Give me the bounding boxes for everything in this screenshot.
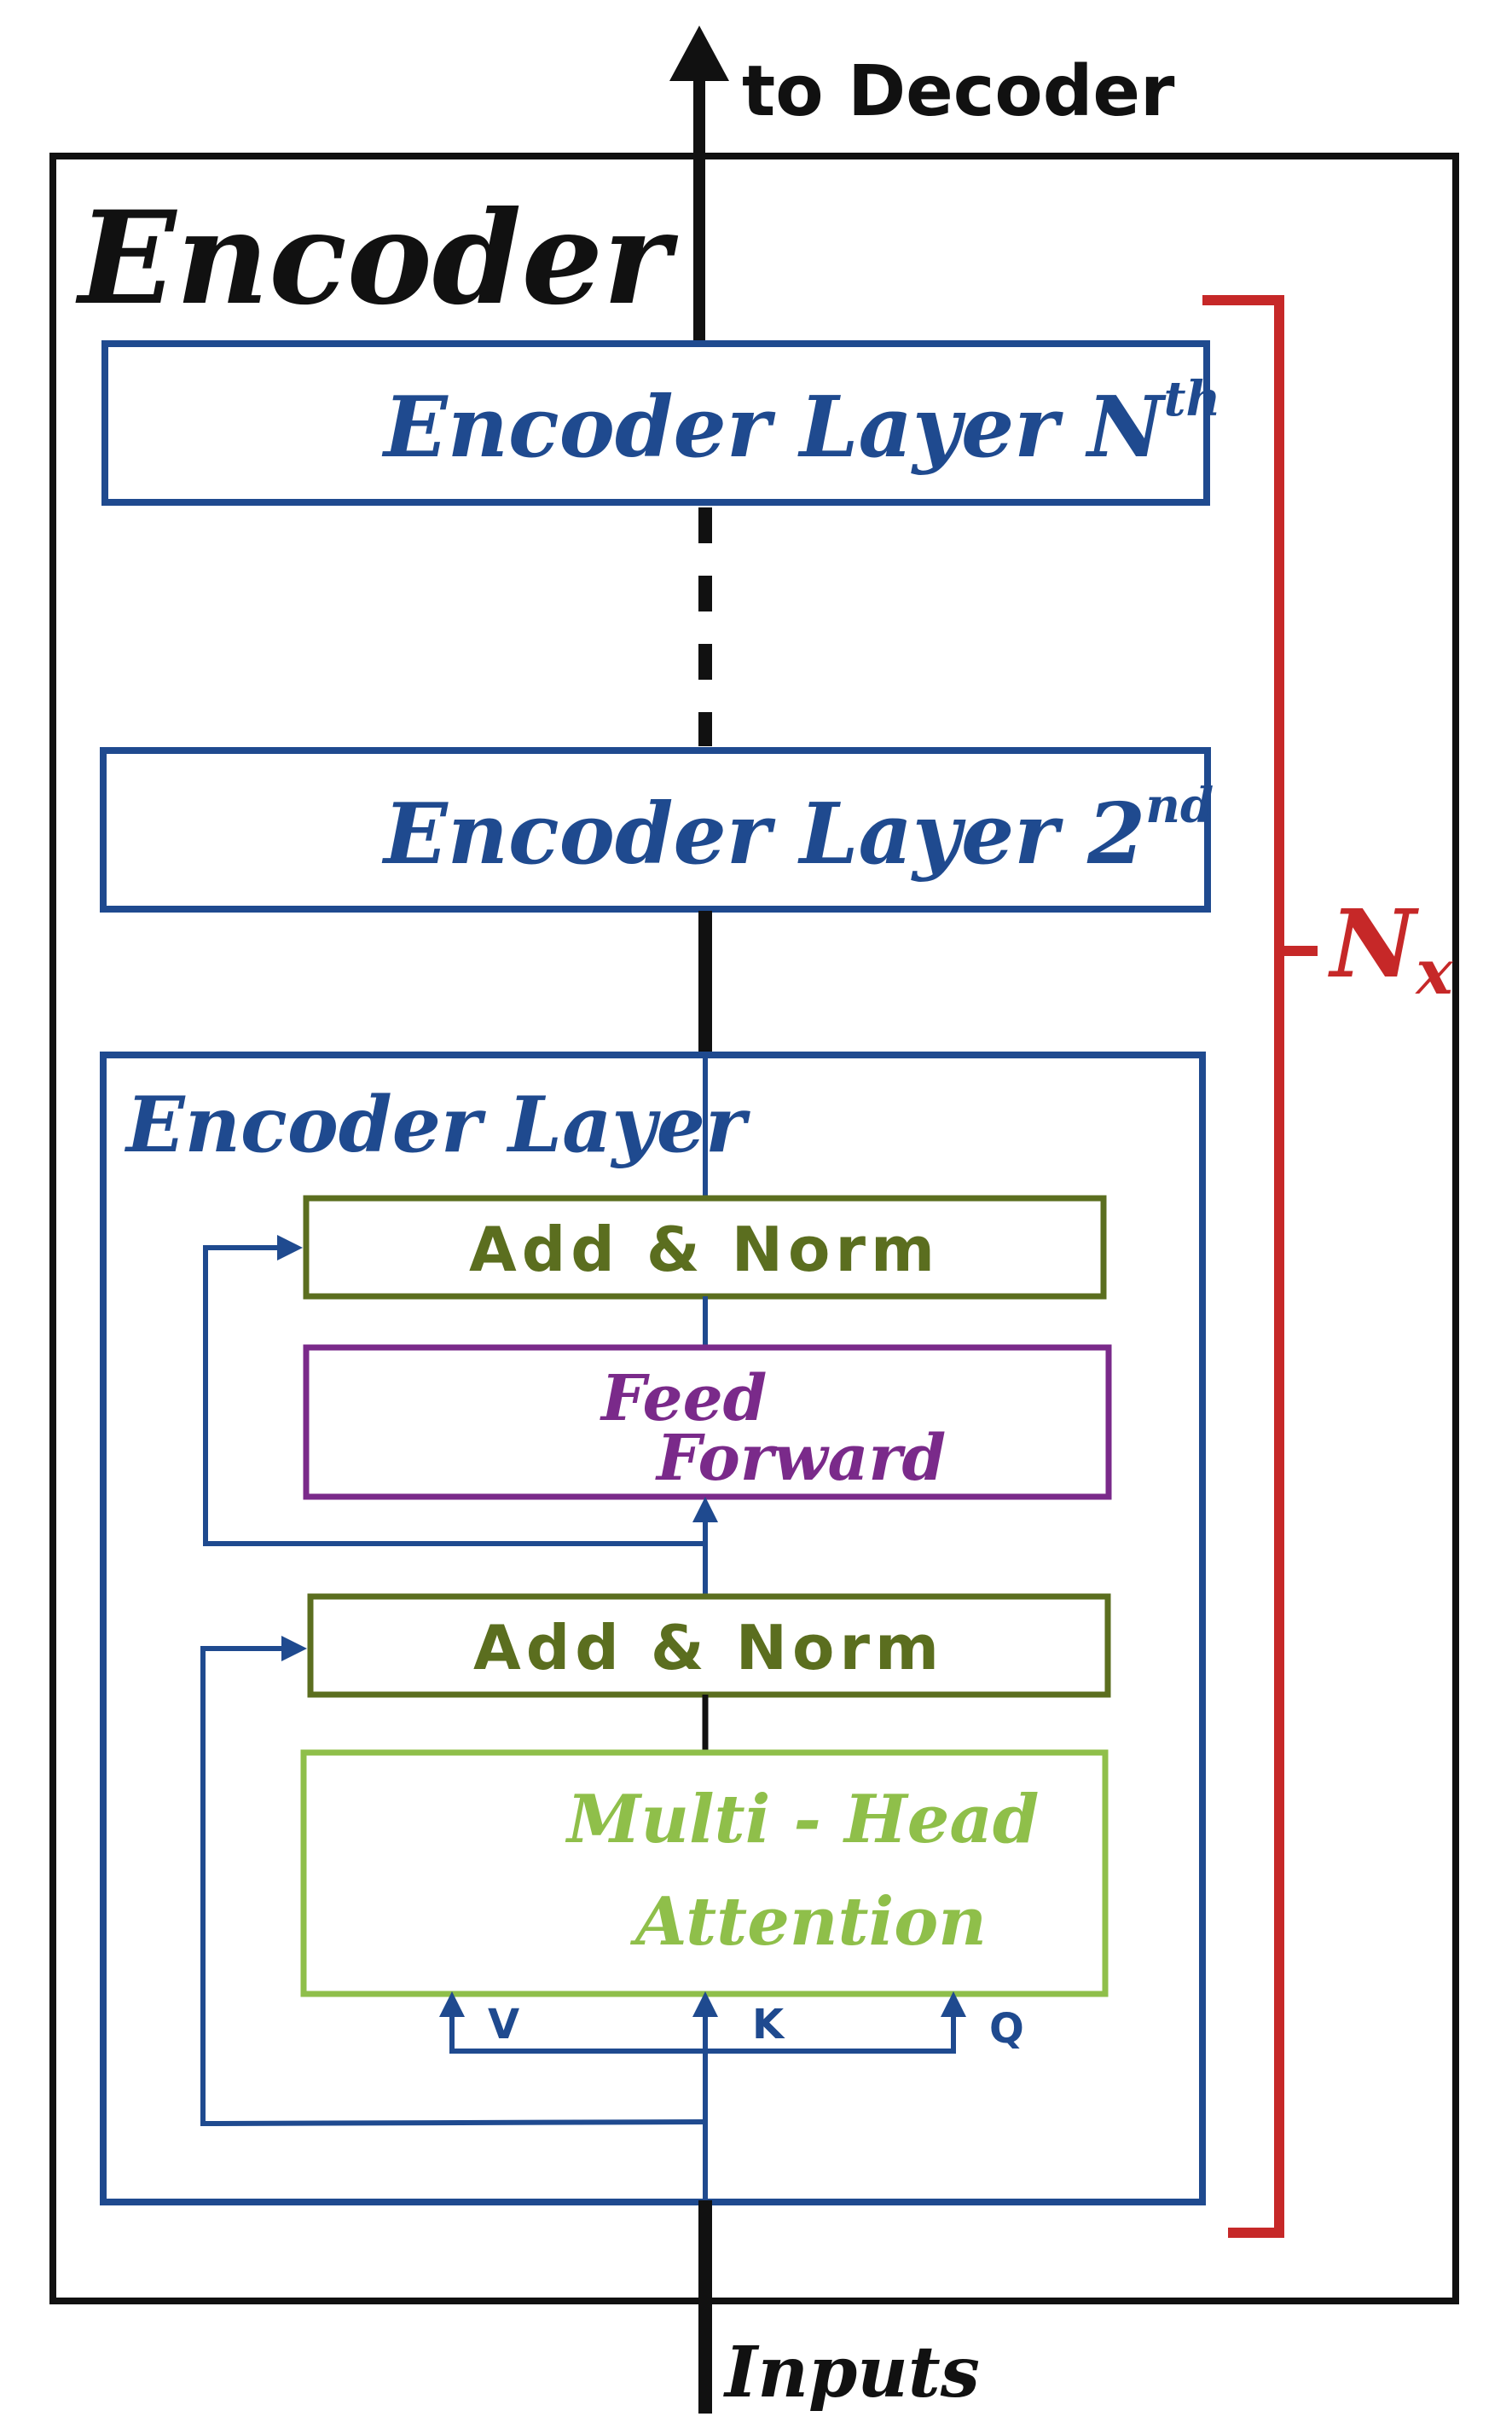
residual-top — [203, 1235, 705, 1546]
feed-forward-line2: Forward — [655, 1422, 946, 1495]
add-norm-bottom-box — [307, 1593, 1111, 1698]
mha-line1: Multi - Head — [565, 1781, 1039, 1858]
nth-superscript: th — [1164, 371, 1221, 427]
mha-line2: Attention — [629, 1883, 987, 1961]
output-arrowhead — [669, 26, 729, 81]
encoder-layer-detail-title: Encoder Layer — [124, 1080, 750, 1170]
add-norm-top-label: Add & Norm — [469, 1214, 940, 1285]
encoder-layer-2nd-label: Encoder Layer 2nd — [381, 778, 1214, 884]
encoder-layer-detail-box — [100, 1052, 1206, 2205]
to-decoder-label: to Decoder — [742, 51, 1175, 132]
encoder-layer-nth-label: Encoder Layer Nth — [381, 371, 1220, 477]
feed-forward-line1: Feed — [600, 1362, 767, 1435]
k-label: K — [752, 2001, 785, 2049]
v-label: V — [488, 2001, 519, 2049]
encoder-outer-box — [49, 153, 1459, 2304]
q-label: Q — [989, 2005, 1024, 2053]
encoder-layer-nth-box — [101, 340, 1210, 506]
add-norm-bottom-label: Add & Norm — [473, 1612, 944, 1684]
encoder-layer-2nd-box — [100, 747, 1211, 913]
nx-label: Nx — [1328, 889, 1454, 1008]
nx-bracket — [1202, 295, 1284, 2238]
2nd-superscript: nd — [1145, 778, 1214, 834]
nx-subscript: x — [1415, 936, 1454, 1008]
residual-bottom — [200, 1636, 706, 2127]
encoder-title: Encoder — [75, 183, 679, 333]
inputs-label: Inputs — [723, 2332, 980, 2414]
